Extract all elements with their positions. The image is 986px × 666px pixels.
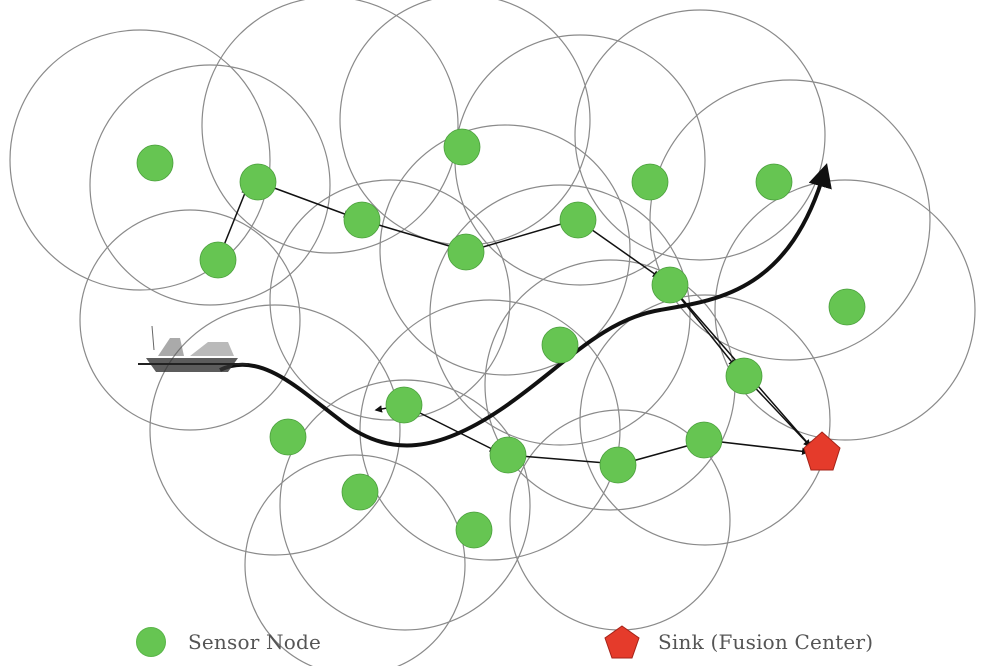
range-circle xyxy=(429,184,691,446)
target-trajectory xyxy=(219,163,832,448)
sensor-node xyxy=(685,421,723,459)
sensor-node xyxy=(541,326,579,364)
range-circle xyxy=(714,179,976,441)
sensor-node xyxy=(599,446,637,484)
legend-sink-label: Sink (Fusion Center) xyxy=(658,630,874,654)
legend-sensor-label: Sensor Node xyxy=(188,630,322,654)
sensor-node xyxy=(559,201,597,239)
sensor-node xyxy=(136,144,174,182)
legend-sink: Sink (Fusion Center) xyxy=(604,624,873,660)
range-circle xyxy=(579,294,831,546)
sensor-node xyxy=(341,473,379,511)
sensor-node xyxy=(489,436,527,474)
sensor-node xyxy=(651,266,689,304)
sensor-node xyxy=(725,357,763,395)
sensor-nodes xyxy=(136,128,866,549)
sensor-node xyxy=(631,163,669,201)
range-circle xyxy=(279,379,531,631)
range-circle xyxy=(269,179,511,421)
sensor-node xyxy=(443,128,481,166)
sensor-node xyxy=(199,241,237,279)
sensor-node xyxy=(239,163,277,201)
sensor-node xyxy=(269,418,307,456)
sensor-node xyxy=(343,201,381,239)
sensor-node xyxy=(385,386,423,424)
sink-pentagon-icon xyxy=(604,625,640,659)
range-circle xyxy=(89,64,331,306)
range-circle xyxy=(574,9,826,261)
data-routes xyxy=(217,181,813,467)
legend-sensor-node: Sensor Node xyxy=(136,624,321,660)
range-circle xyxy=(379,124,631,376)
sensor-node xyxy=(755,163,793,201)
range-circle xyxy=(149,304,401,556)
range-circle xyxy=(649,79,931,361)
sensor-node xyxy=(455,511,493,549)
range-circle xyxy=(244,454,466,666)
sensor-node xyxy=(447,233,485,271)
range-circle xyxy=(9,29,271,291)
sensor-node-icon xyxy=(136,627,166,657)
sink-fusion-center xyxy=(803,431,841,471)
sensor-node xyxy=(828,288,866,326)
sensor-range-circles xyxy=(9,0,976,666)
ship-icon xyxy=(138,325,248,372)
range-circle xyxy=(201,0,459,254)
range-circle xyxy=(79,209,301,431)
